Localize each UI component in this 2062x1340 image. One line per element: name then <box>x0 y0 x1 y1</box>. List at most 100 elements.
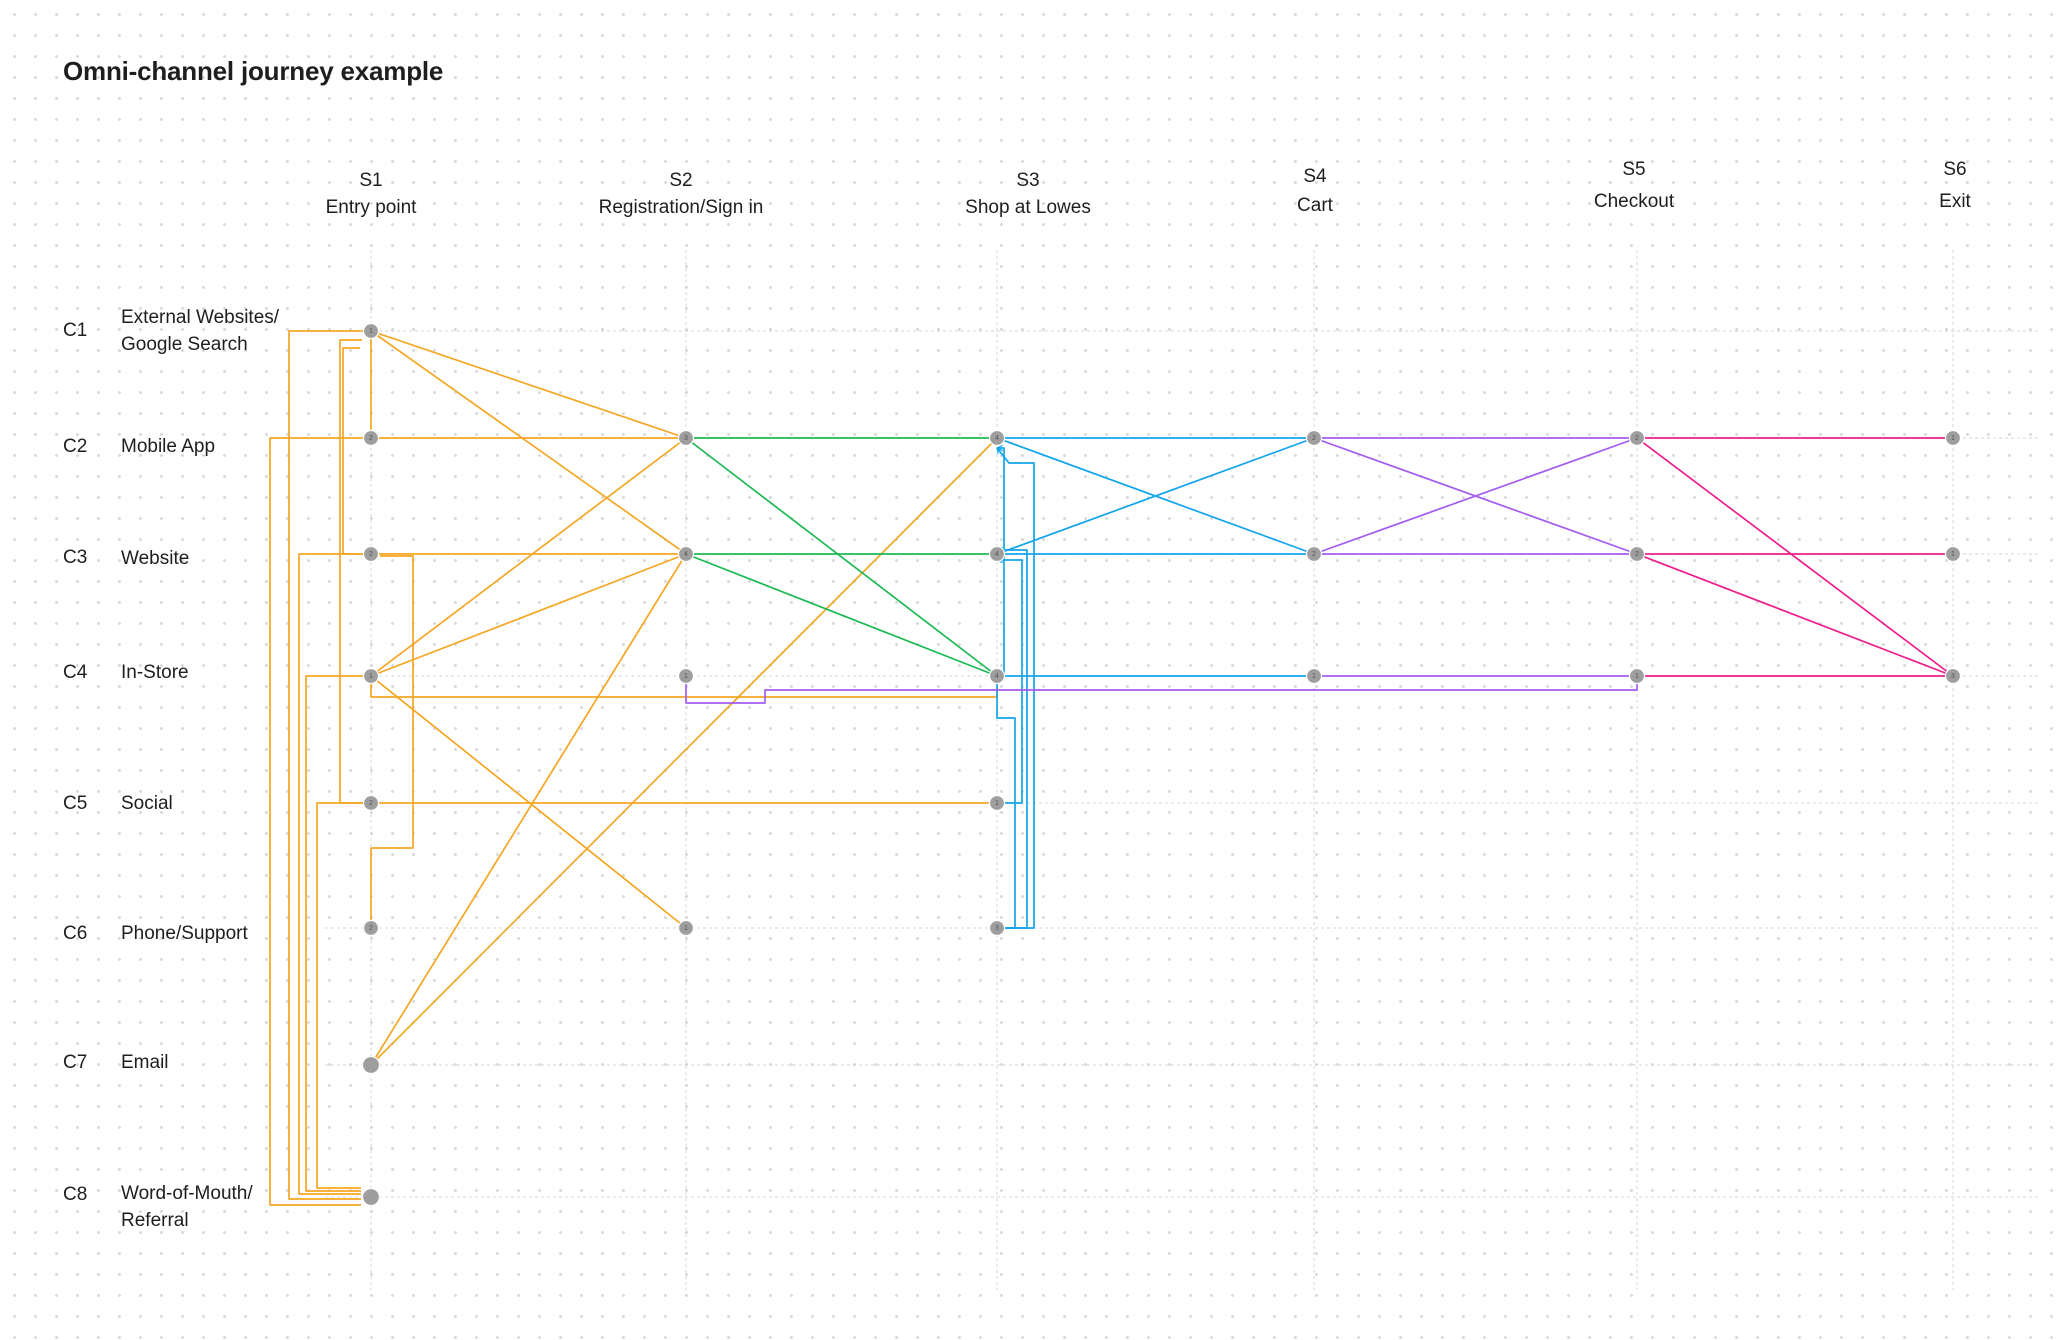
node-dot <box>362 919 380 937</box>
node-count-label: 1 <box>995 800 999 807</box>
edge-s1-c3-to-s1-c6 <box>371 555 414 928</box>
channel-code-c8: C8 <box>63 1184 88 1205</box>
node-s3-c4: 4 <box>988 667 1006 685</box>
channel-name-c4: In-Store <box>121 659 189 686</box>
stage-name: Cart <box>1297 195 1333 216</box>
channel-code-c4: C4 <box>63 662 88 683</box>
channel-name-c3: Website <box>121 545 189 572</box>
node-count-label: 4 <box>995 435 999 442</box>
node-s6-c2: 1 <box>1944 429 1962 447</box>
node-s1-c3: 2 <box>362 545 380 563</box>
node-count-label: 2 <box>1312 551 1316 558</box>
channel-name-line: Word-of-Mouth/ <box>121 1183 253 1204</box>
edge-s1-c4-to-s2-c6 <box>370 675 686 928</box>
channel-name-line: Social <box>121 793 173 814</box>
node-s6-c3: 1 <box>1944 545 1962 563</box>
node-dot <box>362 545 380 563</box>
channel-code-c5: C5 <box>63 793 88 814</box>
node-dot <box>361 1055 381 1075</box>
stage-code: S5 <box>1622 159 1646 180</box>
node-s1-c2: 2 <box>362 429 380 447</box>
node-dot <box>988 545 1006 563</box>
channel-name-line: Mobile App <box>121 436 216 457</box>
node-count-label: 1 <box>1635 673 1639 680</box>
node-s4-c2: 2 <box>1305 429 1323 447</box>
stage-header-s2: S2 Registration/Sign in <box>599 167 764 221</box>
node-s1-c6: 2 <box>362 919 380 937</box>
edge-s1-c8-to-s1-c2 <box>269 438 371 1206</box>
node-s6-c4: 3 <box>1944 667 1962 685</box>
node-count-label: 1 <box>684 673 688 680</box>
stage-name: Registration/Sign in <box>598 197 764 218</box>
node-dot <box>677 667 695 685</box>
node-count-label: 1 <box>684 925 688 932</box>
node-count-label: 1 <box>369 673 373 680</box>
edge-s2-c3-to-s3-c4 <box>685 553 997 676</box>
node-dot <box>677 919 695 937</box>
edge-s1-c8-to-s1-c4 <box>305 676 371 1192</box>
channel-code-c7: C7 <box>63 1052 88 1073</box>
journey-edges <box>269 330 1953 1206</box>
node-dot <box>362 794 380 812</box>
edge-s3-c3-to-s4-c2 <box>996 438 1314 555</box>
stage-header-s1: S1 Entry point <box>326 167 417 221</box>
node-s5-c4: 1 <box>1628 667 1646 685</box>
node-dot <box>1944 429 1962 447</box>
channel-name-line: Email <box>121 1052 169 1073</box>
node-s1-c1: 1 <box>362 322 380 340</box>
grid-lines <box>325 250 2040 1290</box>
channel-name-c6: Phone/Support <box>121 920 248 947</box>
channel-code-c2: C2 <box>63 436 88 457</box>
node-s1-c8 <box>361 1187 381 1207</box>
channel-name-c2: Mobile App <box>121 433 215 460</box>
channel-name-c7: Email <box>121 1049 169 1076</box>
channel-name-line: Google Search <box>121 334 248 355</box>
node-count-label: 1 <box>1951 435 1955 442</box>
node-dot <box>362 322 380 340</box>
node-dot <box>988 667 1006 685</box>
stage-code: S4 <box>1303 166 1327 187</box>
node-count-label: 1 <box>369 328 373 335</box>
node-s3-c2: 4 <box>988 429 1006 447</box>
stage-code: S1 <box>359 170 383 191</box>
channel-name-line: Website <box>121 548 190 569</box>
stage-name: Shop at Lowes <box>965 197 1091 218</box>
node-count-label: 2 <box>369 551 373 558</box>
node-count-label: 2 <box>1635 551 1639 558</box>
node-s2-c2: 3 <box>677 429 695 447</box>
stage-header-s4: S4 Cart <box>1297 163 1333 219</box>
edge-s1-c8-to-s1-c3 <box>298 554 371 1195</box>
edge-s1-c8-to-s1-c1 <box>288 331 371 1200</box>
edge-s1-c7-to-s3-c2 <box>370 438 997 1066</box>
stage-header-s3: S3 Shop at Lowes <box>965 167 1091 221</box>
channel-name-c5: Social <box>121 790 173 817</box>
node-s4-c3: 2 <box>1305 545 1323 563</box>
edge-s1-c1-to-s2-c2 <box>370 330 686 438</box>
edge-s1-c4-to-s2-c2 <box>370 438 686 677</box>
node-dot <box>1944 667 1962 685</box>
node-dot <box>361 1187 381 1207</box>
node-s2-c3: 4 <box>677 545 695 563</box>
node-count-label: 4 <box>684 551 688 558</box>
node-s1-c4: 1 <box>362 667 380 685</box>
node-dot <box>1305 667 1323 685</box>
stage-name: Exit <box>1939 191 1971 212</box>
channel-code-c6: C6 <box>63 923 88 944</box>
node-count-label: 4 <box>995 673 999 680</box>
node-dot <box>988 429 1006 447</box>
stage-code: S3 <box>1016 170 1040 191</box>
node-dot <box>988 794 1006 812</box>
edge-s2-c2-to-s3-c4 <box>685 437 997 676</box>
node-s2-c6: 1 <box>677 919 695 937</box>
node-count-label: 1 <box>1312 673 1316 680</box>
edge-s3-c6-to-s3-c4 <box>997 676 1016 929</box>
edge-s4-c3-to-s5-c2 <box>1313 438 1637 555</box>
node-dot <box>677 429 695 447</box>
stage-code: S6 <box>1943 159 1967 180</box>
channel-name-line: Phone/Support <box>121 923 248 944</box>
stage-name: Entry point <box>325 197 417 218</box>
node-count-label: 3 <box>1951 673 1955 680</box>
edge-s1-c1-to-s1-c3 <box>342 347 371 554</box>
stage-header-s6: S6 Exit <box>1939 156 1971 215</box>
